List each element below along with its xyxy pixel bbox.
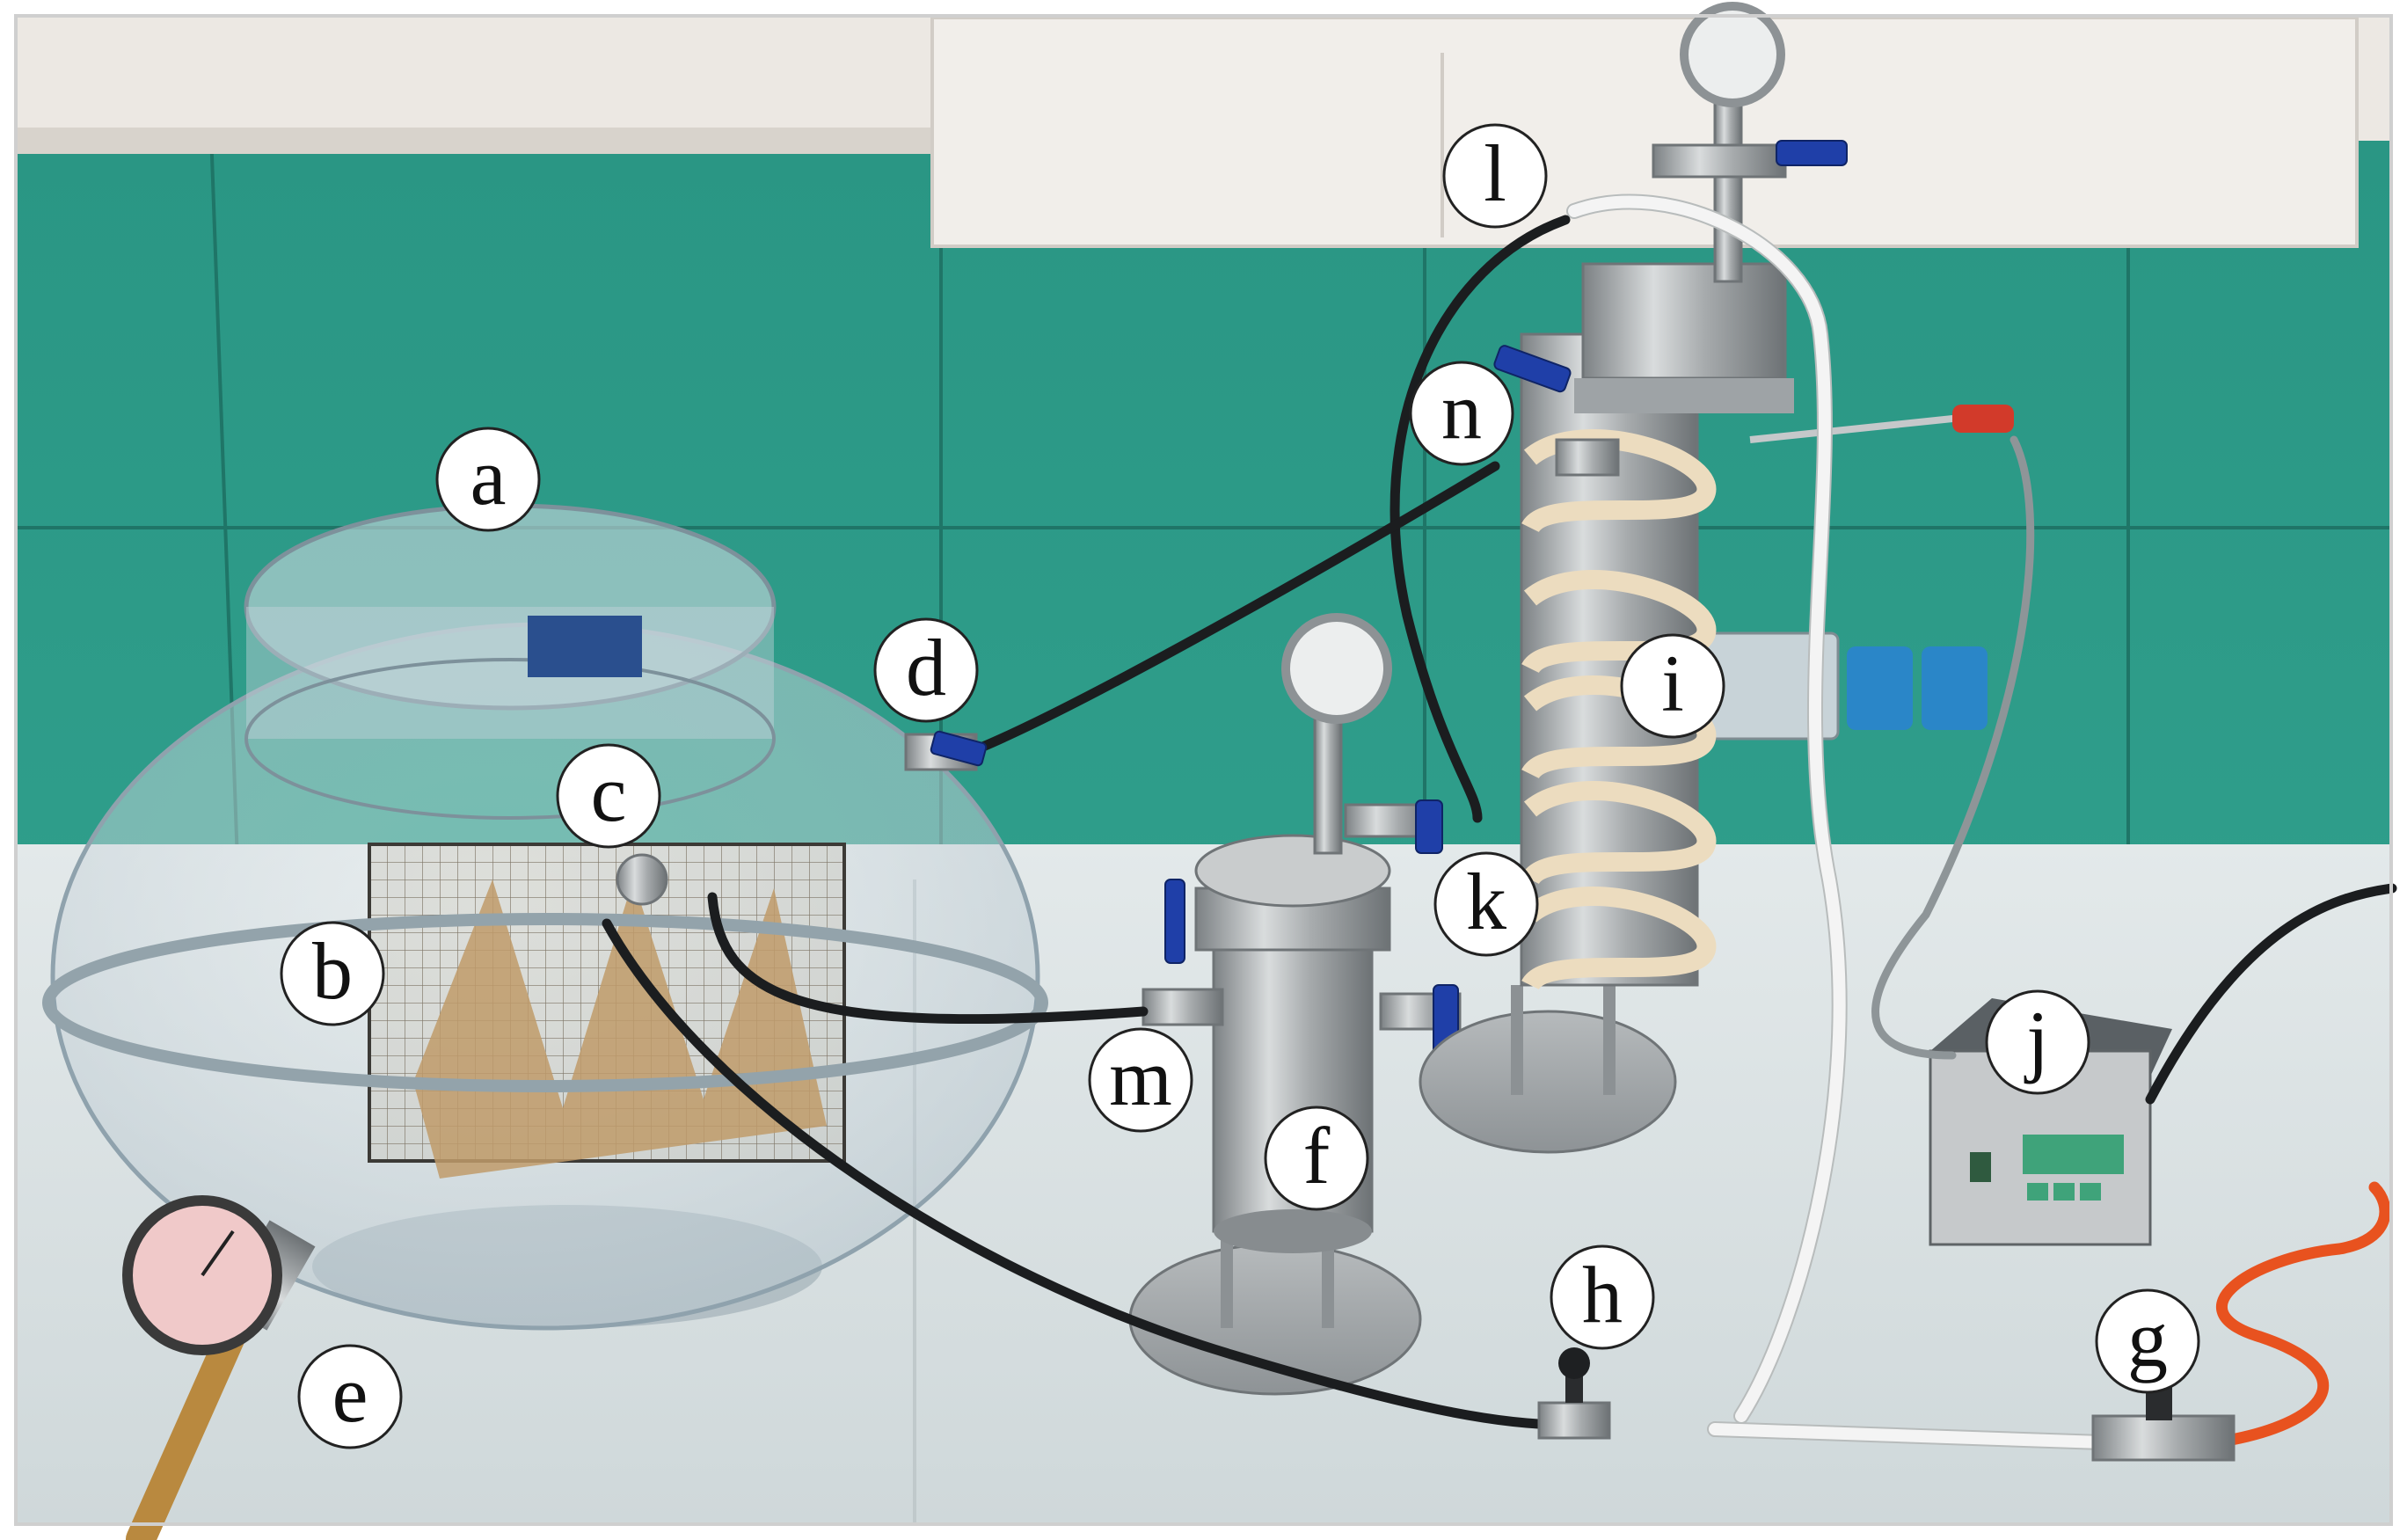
valve-d-handle — [930, 730, 988, 767]
svg-text:a: a — [470, 432, 507, 522]
svg-text:e: e — [332, 1349, 368, 1439]
svg-text:f: f — [1303, 1111, 1331, 1201]
thermocouple-probe — [1749, 414, 1962, 443]
column-i-top-flange — [1581, 262, 1787, 380]
valve-n-handle — [1493, 345, 1572, 393]
label-d: d — [873, 617, 979, 723]
label-n: n — [1409, 361, 1514, 466]
svg-text:i: i — [1661, 639, 1684, 728]
svg-text:h: h — [1582, 1250, 1623, 1339]
air-inlet-valve-g — [2091, 1414, 2236, 1462]
valve-k-handle — [1415, 799, 1443, 854]
wall-socket-blue-2 — [1922, 646, 1988, 730]
svg-text:n: n — [1441, 366, 1482, 456]
label-g: g — [2095, 1288, 2200, 1394]
svg-text:j: j — [2024, 995, 2049, 1084]
label-a: a — [435, 427, 541, 532]
label-k: k — [1433, 851, 1539, 957]
column-i-pressure-gauge — [1680, 2, 1785, 107]
label-l: l — [1442, 123, 1548, 229]
connector-c — [616, 853, 668, 906]
label-m: m — [1088, 1027, 1193, 1133]
vessel-f-pressure-gauge — [1281, 613, 1392, 724]
label-c: c — [556, 743, 661, 849]
heating-tape-coil — [1521, 429, 1717, 991]
shelf-edge — [18, 128, 941, 154]
label-markers: a b c d e f g h — [280, 123, 2200, 1449]
valve-m-handle — [1164, 879, 1185, 964]
svg-text:m: m — [1109, 1033, 1172, 1122]
svg-text:g: g — [2127, 1294, 2168, 1383]
label-j: j — [1985, 989, 2090, 1095]
label-f: f — [1264, 1106, 1369, 1211]
lid-sticker — [528, 616, 642, 677]
tubing — [602, 193, 2397, 1462]
svg-text:l: l — [1484, 128, 1506, 218]
svg-text:k: k — [1466, 857, 1506, 946]
shelf-cabinet — [930, 16, 2359, 248]
vacuum-gauge-assembly — [122, 1195, 316, 1540]
desiccator-flange — [42, 913, 1048, 1092]
label-h: h — [1550, 1244, 1655, 1350]
vacuum-desiccator — [42, 503, 1048, 1331]
label-i: i — [1620, 633, 1725, 739]
wall-socket-blue-1 — [1847, 646, 1913, 730]
wood-samples — [413, 879, 827, 1179]
label-e: e — [297, 1344, 403, 1449]
svg-text:b: b — [312, 926, 353, 1016]
thermocouple-red-cap — [1952, 405, 2014, 433]
needle-valve-h — [1537, 1401, 1611, 1440]
label-b: b — [280, 921, 385, 1026]
image-border — [14, 14, 2393, 1526]
dome-lid-rim — [246, 607, 774, 739]
heated-column-i — [1419, 2, 2014, 1154]
controller-switch — [1970, 1152, 1991, 1182]
column-i-base-plate — [1419, 1010, 1677, 1154]
svg-text:c: c — [591, 748, 627, 838]
svg-text:d: d — [906, 623, 946, 712]
controller-display — [2023, 1135, 2124, 1174]
valve-l-handle — [1776, 140, 1848, 166]
